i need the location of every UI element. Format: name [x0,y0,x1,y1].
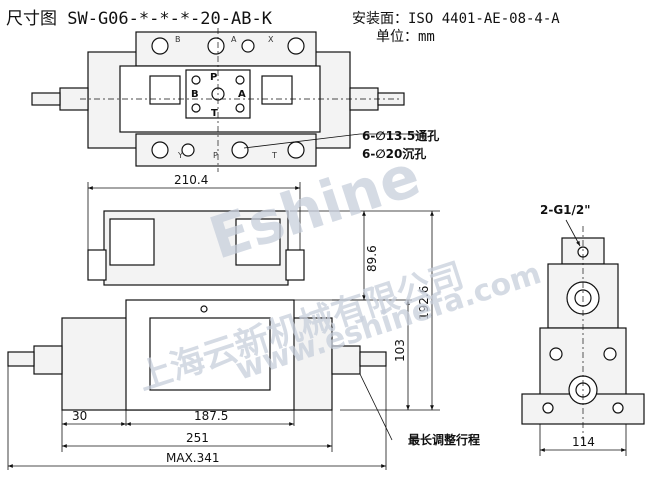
dim-max-width: MAX.341 [166,451,220,465]
dim-width-top: 210.4 [174,173,208,187]
bottom-bolt-3 [231,141,249,159]
unit-label: 单位：mm [376,29,435,45]
top-view-lower-block [135,133,317,167]
pilot-screw-2 [235,75,245,85]
front-screw-left [7,351,35,367]
front-coil-right [235,218,281,266]
side-port-label: 2-G1/2" [540,203,591,217]
top-view-coil-right [261,75,293,105]
hole-note-through: 6-∅13.5通孔 [362,128,439,143]
front-center-inner [149,317,271,391]
front-view: 210.4 89.6 192.6 103 30 [7,173,480,470]
front-small-plug [200,305,208,313]
pilot-screw-3 [191,103,201,113]
front-connector-right [285,249,305,281]
port-label-t: T [271,151,277,160]
hole-note-counterbore: 6-∅20沉孔 [362,146,426,161]
mounting-surface-spec: 安装面：ISO 4401-AE-08-4-A [352,11,560,27]
top-bolt-3 [241,39,255,53]
bottom-bolt-2 [181,143,195,157]
port-label-x: X [268,35,274,44]
port-label-y: Y [177,151,183,160]
top-view-left-screw [31,92,61,106]
dim-body-width: 187.5 [194,409,228,423]
side-view: 2-G1/2" 114 [521,203,645,456]
symbol-label-a: A [238,89,246,100]
side-bolt-2 [603,347,617,361]
symbol-label-t: T [211,108,218,119]
top-bolt-2 [207,37,225,55]
dim-solenoid-height: 89.6 [365,245,379,272]
side-upper-body [547,263,619,329]
dim-overall-width: 251 [186,431,209,445]
side-bolt-4 [612,402,624,414]
side-bolt-3 [542,402,554,414]
top-bolt-4 [287,37,305,55]
top-view-coil-left [149,75,181,105]
pilot-screw-1 [191,75,201,85]
symbol-label-b: B [191,89,199,100]
front-cap-left [33,345,63,375]
top-view: B A X Y P T P B A T 6-∅13.5通孔 6-∅20沉孔 [31,28,439,172]
max-stroke-note: 最长调整行程 [408,432,480,447]
port-label-a: A [231,35,237,44]
symbol-label-p: P [210,72,217,83]
bottom-bolt-4 [287,141,305,159]
drawing-title: 尺寸图 SW-G06-*-*-*-20-AB-K [6,9,272,29]
front-coil-left [109,218,155,266]
dim-side-width: 114 [572,435,595,449]
bottom-bolt-1 [151,141,169,159]
port-label-b: B [175,35,181,44]
front-screw-right [359,351,387,367]
top-bolt-1 [151,37,169,55]
dim-offset-left: 30 [72,409,87,423]
side-bolt-1 [549,347,563,361]
pilot-screw-4 [235,103,245,113]
front-connector-left [87,249,107,281]
dim-total-height: 192.6 [417,286,431,320]
port-label-p: P [213,151,218,160]
dim-body-height: 103 [393,339,407,362]
